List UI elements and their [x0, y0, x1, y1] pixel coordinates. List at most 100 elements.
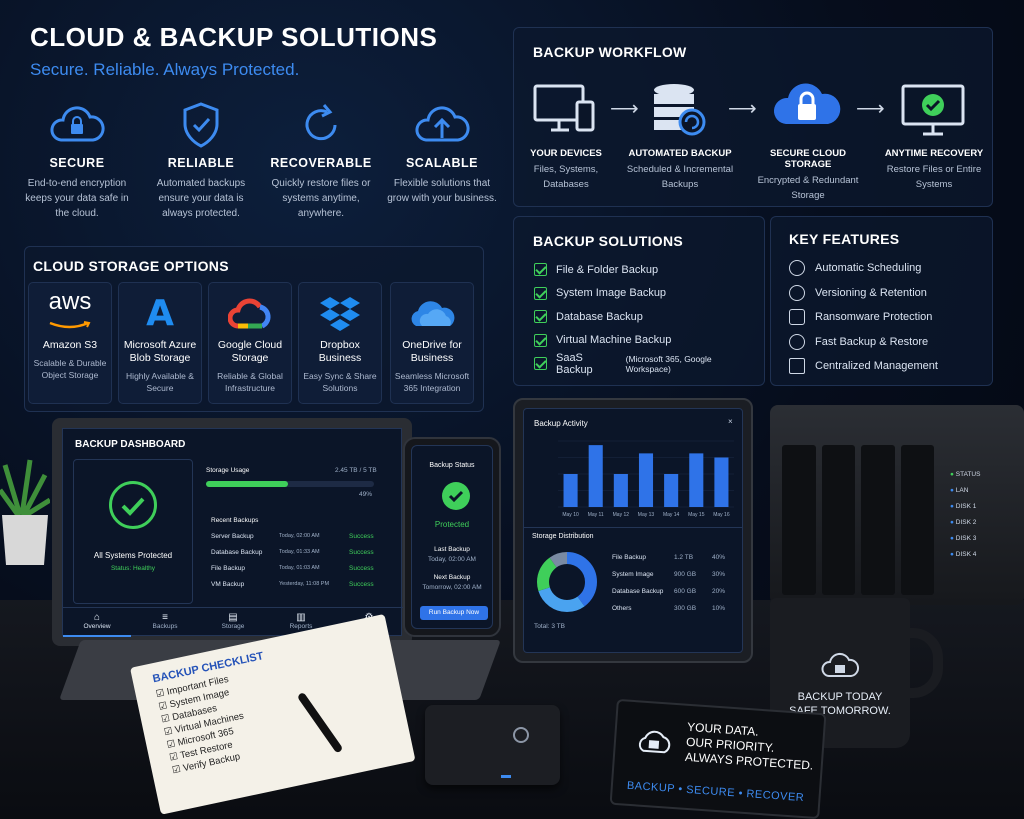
devices-icon [510, 80, 622, 140]
provider-desc: Seamless Microsoft 365 Integration [394, 371, 470, 393]
close-icon[interactable]: × [728, 417, 733, 426]
provider-name: Dropbox Business [318, 339, 362, 364]
checklist-items: ☑ Important Files ☑ System Image ☑ Datab… [155, 644, 389, 779]
list-item: Versioning & Retention [789, 281, 989, 306]
feature-secure: SECURE End-to-end encryption keeps your … [22, 100, 132, 221]
item-label: Centralized Management [815, 360, 938, 373]
storage-value: 2.45 TB / 5 TB [335, 467, 377, 474]
list-item: Virtual Machine Backup [534, 329, 759, 353]
bar [613, 474, 628, 507]
key-features-panel [770, 216, 993, 386]
row-status: Success [349, 581, 374, 588]
tick-label: May 10 [562, 512, 579, 518]
status-text: All Systems Protected [93, 551, 173, 560]
legend-name: Others [612, 605, 632, 612]
item-label: SaaS Backup [555, 351, 593, 376]
google-cloud-logo-icon [209, 293, 291, 333]
provider-card-onedrive[interactable]: OneDrive for Business Seamless Microsoft… [390, 282, 474, 404]
key-features-list: Automatic Scheduling Versioning & Retent… [789, 256, 989, 379]
tick-label: May 14 [663, 512, 680, 518]
row-time: Today, 01:03 AM [279, 565, 320, 571]
tick-label: May 11 [588, 512, 604, 518]
storage-icon: ▤ [228, 612, 238, 623]
tick-label: May 15 [688, 512, 705, 518]
nav-reports[interactable]: ▥Reports [267, 608, 335, 637]
nav-label: Storage [221, 623, 245, 630]
donut-slice [537, 552, 597, 612]
row-name: File Backup [211, 565, 245, 572]
nav-backups[interactable]: ≡Backups [131, 608, 199, 637]
provider-card-dropbox[interactable]: Dropbox Business Easy Sync & Share Solut… [298, 282, 382, 404]
onedrive-logo-icon [391, 293, 473, 333]
nav-label: Backups [152, 623, 178, 630]
step-desc: Encrypted & Redundant Storage [757, 175, 859, 201]
list-item: System Image Backup [534, 282, 759, 306]
mug-handle [898, 628, 943, 698]
led-disk2: ● DISK 2 [950, 519, 977, 526]
checkbox-checked-icon [534, 286, 547, 300]
row-name: Server Backup [211, 533, 254, 540]
item-label: System Image Backup [556, 287, 667, 300]
step-desc: Files, Systems, Databases [533, 164, 599, 190]
nas-bays [782, 445, 934, 595]
checkbox-checked-icon [534, 310, 547, 324]
legend-size: 1.2 TB [674, 554, 694, 561]
workflow-title: BACKUP WORKFLOW [533, 44, 687, 60]
bar [638, 453, 654, 507]
last-backup-value: Today, 02:00 AM [428, 556, 476, 563]
list-item: SaaS Backup (Microsoft 365, Google Works… [534, 352, 759, 376]
list-item: Fast Backup & Restore [789, 330, 989, 355]
workflow-step-devices: YOUR DEVICES Files, Systems, Databases [510, 80, 622, 192]
storage-label: Storage Usage [206, 467, 250, 474]
feature-desc: End-to-end encryption keeps your data sa… [25, 178, 129, 219]
provider-name: OneDrive for Business [402, 339, 462, 364]
tick-label: May 13 [638, 512, 655, 518]
provider-desc: Highly Available & Secure [126, 371, 194, 393]
feature-title: SCALABLE [405, 156, 479, 170]
feature-title: RECOVERABLE [270, 156, 372, 170]
provider-card-google[interactable]: Google Cloud Storage Reliable & Global I… [208, 282, 292, 404]
laptop: BACKUP DASHBOARD All Systems Protected S… [52, 418, 412, 646]
solutions-panel [513, 216, 765, 386]
donut-slice [537, 552, 597, 612]
distribution-total: Total: 3 TB [534, 623, 565, 630]
refresh-icon [291, 100, 351, 150]
donut-slice [537, 552, 597, 612]
nav-label: Reports [289, 623, 313, 630]
list-item: Ransomware Protection [789, 305, 989, 330]
list-item: Centralized Management [789, 354, 989, 379]
solutions-title: BACKUP SOLUTIONS [533, 233, 683, 249]
cloud-lock-icon [635, 724, 673, 758]
step-title: ANYTIME RECOVERY [884, 148, 984, 159]
workflow-step-cloud: SECURE CLOUD STORAGE Encrypted & Redunda… [752, 76, 864, 203]
row-name: Database Backup [211, 549, 263, 556]
provider-card-azure[interactable]: A Microsoft Azure Blob Storage Highly Av… [118, 282, 202, 404]
drive-logo-icon [513, 727, 529, 743]
row-time: Yesterday, 11:08 PM [279, 581, 330, 587]
item-note: (Microsoft 365, Google Workspace) [625, 353, 712, 374]
nav-overview[interactable]: ⌂Overview [63, 608, 131, 637]
run-backup-button[interactable]: Run Backup Now [420, 606, 488, 620]
sync-icon [789, 333, 805, 350]
nas-leds: ● STATUS ● LAN ● DISK 1 ● DISK 2 ● DISK … [950, 471, 1020, 567]
row-name: VM Backup [211, 581, 245, 588]
storage-progress [206, 481, 374, 487]
provider-card-aws[interactable]: aws Amazon S3 Scalable & Durable Object … [28, 282, 112, 404]
external-drive [425, 705, 560, 785]
sign-tagline: BACKUP • SECURE • RECOVER [626, 779, 805, 805]
arrow-right-icon: ⟶ [610, 98, 639, 120]
cloud-lock-icon [820, 648, 860, 682]
nav-storage[interactable]: ▤Storage [199, 608, 267, 637]
provider-name: Amazon S3 [42, 339, 98, 351]
database-icon [624, 80, 736, 140]
legend-pct: 20% [712, 588, 726, 595]
recent-title: Recent Backups [211, 517, 259, 524]
disk-bay [861, 445, 895, 595]
step-desc: Restore Files or Entire Systems [886, 164, 982, 190]
network-icon [789, 358, 805, 375]
